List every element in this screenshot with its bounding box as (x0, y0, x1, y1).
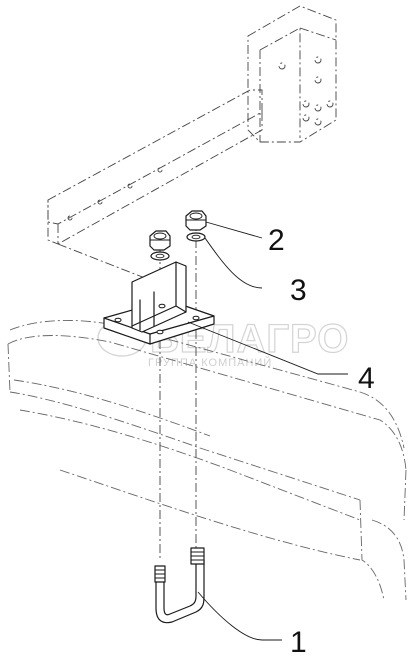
callout-3: 3 (290, 274, 307, 307)
leader-lines (187, 221, 348, 641)
leader-1 (197, 591, 282, 641)
callout-1: 1 (290, 626, 307, 659)
angle-bracket (103, 261, 215, 345)
leader-4 (187, 321, 348, 375)
nut-right (185, 210, 207, 231)
washer-right (186, 232, 206, 242)
callout-2: 2 (268, 224, 285, 257)
washer-left (150, 251, 170, 261)
u-bolt (154, 547, 205, 624)
upper-mount-bracket (47, 5, 337, 245)
callout-4: 4 (358, 362, 375, 395)
leader-2 (205, 221, 263, 239)
leader-3 (204, 237, 263, 289)
nut-left (149, 230, 171, 251)
